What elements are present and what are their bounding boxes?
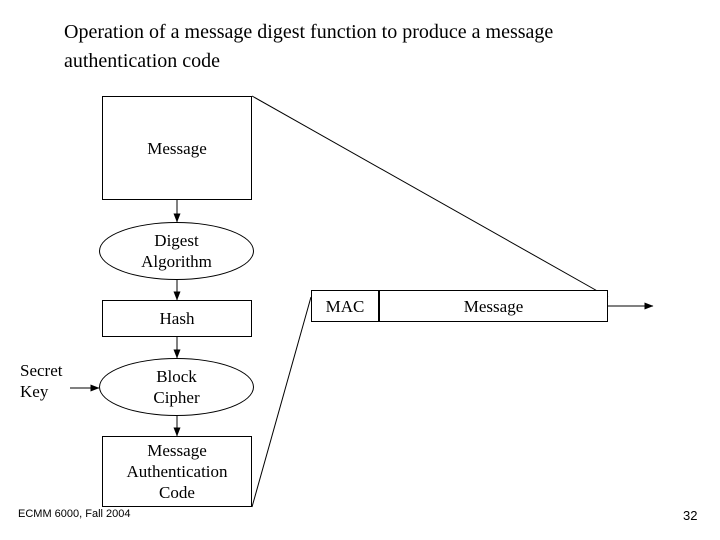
node-hash-label: Hash	[159, 309, 195, 328]
secret-key-line-2: Key	[20, 382, 49, 401]
node-transmitted-mac-label: MAC	[325, 296, 365, 316]
envelope-line-bottom	[251, 296, 312, 508]
node-digest-algorithm-label: Digest Algorithm	[141, 230, 212, 272]
node-block-cipher-label: Block Cipher	[153, 366, 199, 408]
node-block-cipher: Block Cipher	[99, 358, 254, 416]
mac-full-line-3: Code	[159, 483, 195, 502]
envelope-line-top	[251, 95, 609, 298]
digest-line-1: Digest	[154, 231, 199, 250]
node-message-box: Message	[102, 96, 252, 200]
node-message-label: Message	[147, 138, 207, 158]
node-digest-algorithm: Digest Algorithm	[99, 222, 254, 280]
node-secret-key: Secret Key	[20, 360, 90, 402]
footer-course-label: ECMM 6000, Fall 2004	[18, 508, 131, 520]
secret-key-line-1: Secret	[20, 361, 63, 380]
node-transmitted-mac: MAC	[311, 290, 379, 322]
footer-page-number: 32	[683, 508, 698, 523]
node-transmitted-message-label: Message	[463, 296, 524, 316]
node-transmitted-message: Message	[379, 290, 608, 322]
mac-full-line-2: Authentication	[126, 462, 228, 481]
node-mac-full-box: Message Authentication Code	[102, 436, 252, 507]
node-mac-full-label: Message Authentication Code	[126, 440, 227, 503]
page-title: Operation of a message digest function t…	[64, 21, 554, 72]
digest-line-2: Algorithm	[141, 252, 212, 271]
node-hash-box: Hash	[102, 300, 252, 337]
block-cipher-line-1: Block	[156, 367, 197, 386]
block-cipher-line-2: Cipher	[153, 388, 200, 407]
mac-full-line-1: Message	[147, 441, 207, 460]
